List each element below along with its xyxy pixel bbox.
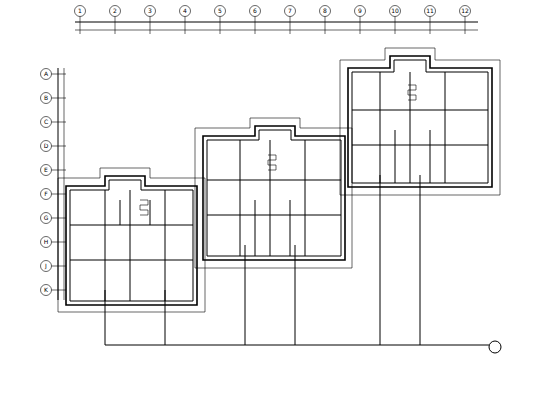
axis-tick [52, 242, 67, 243]
axis-tick [52, 290, 67, 291]
axis-number: 10 [390, 8, 400, 14]
axis-tick [52, 194, 67, 195]
axis-bubble [180, 6, 191, 17]
axis-bubble [41, 165, 52, 176]
axis-tick [52, 170, 67, 171]
axis-tick [52, 74, 67, 75]
axis-number: B [41, 95, 51, 101]
axis-number: D [41, 143, 51, 149]
axis-number: 9 [355, 8, 365, 14]
axis-tick [52, 122, 67, 123]
axis-bubble [425, 6, 436, 17]
axis-tick [52, 98, 67, 99]
axis-tick [465, 17, 466, 35]
axis-bubble [41, 93, 52, 104]
axis-number: 5 [215, 8, 225, 14]
axis-tick [430, 17, 431, 35]
axis-bubble [285, 6, 296, 17]
axis-tick [80, 17, 81, 35]
axis-number: 8 [320, 8, 330, 14]
axis-bubble [320, 6, 331, 17]
axis-bubble [390, 6, 401, 17]
axis-tick [115, 17, 116, 35]
axis-number: 1 [75, 8, 85, 14]
axis-number: 12 [460, 8, 470, 14]
axis-bubble [250, 6, 261, 17]
axis-bubble [460, 6, 471, 17]
axis-bubble [145, 6, 156, 17]
axis-number: G [41, 215, 51, 221]
axis-bubble [41, 213, 52, 224]
axis-tick [290, 17, 291, 35]
axis-bubble [41, 261, 52, 272]
axis-tick [395, 17, 396, 35]
axis-number: A [41, 71, 51, 77]
axis-tick [325, 17, 326, 35]
axis-number: K [41, 287, 51, 293]
axis-bubble [41, 69, 52, 80]
axis-number: J [41, 263, 51, 269]
axis-number: 7 [285, 8, 295, 14]
axis-bubble [110, 6, 121, 17]
axis-number: C [41, 119, 51, 125]
axis-bubble [41, 141, 52, 152]
axis-bubble [41, 285, 52, 296]
axis-bubble [41, 189, 52, 200]
axis-bubble [41, 237, 52, 248]
axis-tick [52, 266, 67, 267]
axis-tick [52, 146, 67, 147]
axis-number: 6 [250, 8, 260, 14]
axis-tick [255, 17, 256, 35]
axis-number: 3 [145, 8, 155, 14]
axis-bubble [75, 6, 86, 17]
axis-bubble [215, 6, 226, 17]
axis-number: 11 [425, 8, 435, 14]
axis-tick [220, 17, 221, 35]
axis-number: E [41, 167, 51, 173]
axis-tick [185, 17, 186, 35]
axis-number: 2 [110, 8, 120, 14]
axis-tick [360, 17, 361, 35]
axis-bubble [41, 117, 52, 128]
axis-number: 4 [180, 8, 190, 14]
axis-number: F [41, 191, 51, 197]
axis-number: H [41, 239, 51, 245]
axis-bubble [355, 6, 366, 17]
axis-tick [52, 218, 67, 219]
axis-tick [150, 17, 151, 35]
